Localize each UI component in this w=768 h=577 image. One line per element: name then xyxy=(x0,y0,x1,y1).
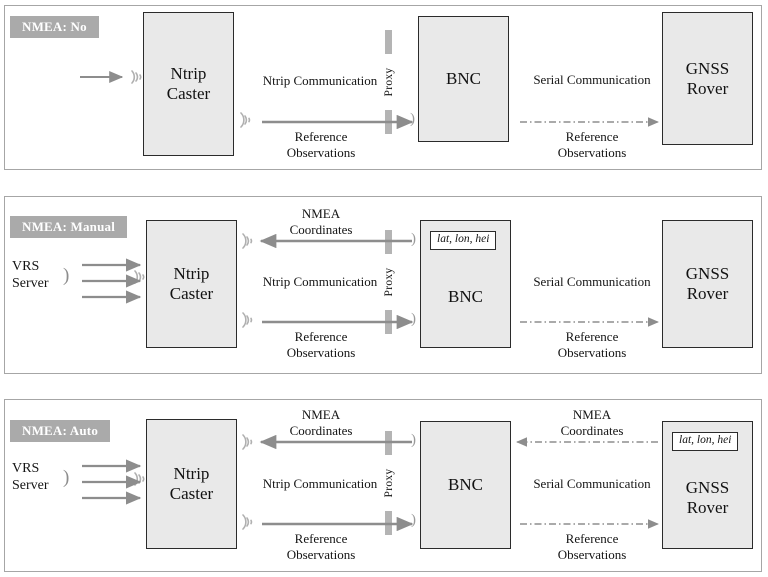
arc-glyph-bnc-nmea-p2: ) xyxy=(411,231,416,247)
node-label-line1: BNC xyxy=(446,69,481,89)
node-vrs-server-p2: VRS Server xyxy=(12,259,72,293)
proxy-tick-lower-p3 xyxy=(385,511,392,535)
node-label-line2: Caster xyxy=(169,484,214,503)
label-serial-communication-p1: Serial Communication xyxy=(533,72,651,87)
label-observations-p3: Observations xyxy=(286,547,356,562)
antenna-wave-icon-out-p1 xyxy=(240,112,251,128)
proxy-tick-lower-p2 xyxy=(385,310,392,334)
label-observations-right-p3: Observations xyxy=(557,547,627,562)
label-ntrip-communication-p3: Ntrip Communication xyxy=(262,476,378,491)
antenna-wave-icon-in-p2 xyxy=(134,270,145,284)
node-label-line2: Rover xyxy=(686,78,729,98)
node-label-line1: GNSS xyxy=(685,478,730,498)
node-bnc-p1: BNC xyxy=(418,16,509,142)
node-label-line2: Caster xyxy=(169,284,214,303)
proxy-tick-upper-p1 xyxy=(385,30,392,54)
label-observations-p1: Observations xyxy=(286,145,356,160)
arc-glyph-vrs-p2: ) xyxy=(63,265,70,286)
antenna-wave-icon-nmea-p2 xyxy=(242,233,253,249)
proxy-tick-upper-p2 xyxy=(385,230,392,254)
label-reference-p3: Reference xyxy=(294,531,348,546)
node-vrs-server-p3: VRS Server xyxy=(12,461,72,495)
node-bnc-p3: BNC xyxy=(420,421,511,549)
label-serial-communication-p2: Serial Communication xyxy=(533,274,651,289)
arc-glyph-bnc-in-p1: ) xyxy=(410,111,415,127)
label-reference-right-p3: Reference xyxy=(565,531,619,546)
label-reference-p2: Reference xyxy=(294,329,348,344)
label-ntrip-communication-p1: Ntrip Communication xyxy=(262,73,378,88)
label-reference-right-p2: Reference xyxy=(565,329,619,344)
node-label-line1: Ntrip xyxy=(173,464,210,484)
node-label-line1: Ntrip xyxy=(173,264,210,284)
antenna-wave-icon-nmea-p3 xyxy=(242,434,253,450)
label-ntrip-communication-p2: Ntrip Communication xyxy=(262,274,378,289)
label-coordinates-p2: Coordinates xyxy=(289,222,353,237)
arc-glyph-vrs-p3: ) xyxy=(63,467,70,488)
label-reference-right-p1: Reference xyxy=(565,129,619,144)
antenna-wave-icon-in-p3 xyxy=(134,472,145,486)
node-label-line1: GNSS xyxy=(685,264,730,284)
latlon-chip-bnc-p2: lat, lon, hei xyxy=(430,231,497,250)
label-nmea-p2: NMEA xyxy=(301,206,341,221)
node-label-line2: Caster xyxy=(166,84,211,103)
node-label-line2: Rover xyxy=(686,498,729,517)
label-observations-p2: Observations xyxy=(286,345,356,360)
label-serial-communication-p3: Serial Communication xyxy=(533,476,651,491)
label-observations-right-p1: Observations xyxy=(557,145,627,160)
label-nmea-right-p3: NMEA xyxy=(572,407,612,422)
vrs-label-line2: Server xyxy=(12,477,49,493)
nmea-badge-no: NMEA: No xyxy=(10,16,99,38)
label-coordinates-p3: Coordinates xyxy=(289,423,353,438)
arc-glyph-bnc-in-p3: ) xyxy=(411,512,416,528)
latlon-chip-rover-p3: lat, lon, hei xyxy=(672,432,739,451)
antenna-wave-icon-out-p3 xyxy=(242,514,253,530)
node-label-line1: Ntrip xyxy=(170,64,207,84)
node-ntrip-caster-p1: Ntrip Caster xyxy=(143,12,234,156)
node-gnss-rover-p2: GNSS Rover xyxy=(662,220,753,348)
vrs-label-line1: VRS xyxy=(12,259,40,274)
nmea-badge-auto: NMEA: Auto xyxy=(10,420,111,442)
node-ntrip-caster-p2: Ntrip Caster xyxy=(146,220,237,348)
node-gnss-rover-p1: GNSS Rover xyxy=(662,12,753,145)
label-coordinates-right-p3: Coordinates xyxy=(560,423,624,438)
arc-glyph-bnc-in-p2: ) xyxy=(411,311,416,327)
arc-glyph-bnc-nmea-p3: ) xyxy=(411,432,416,448)
node-label-line1: BNC xyxy=(448,287,483,307)
label-reference-p1: Reference xyxy=(294,129,348,144)
node-gnss-rover-p3: lat, lon, hei GNSS Rover xyxy=(662,421,753,549)
node-label-line2: Rover xyxy=(686,284,729,303)
vrs-label-line2: Server xyxy=(12,275,49,291)
vrs-label-line1: VRS xyxy=(12,461,40,476)
label-observations-right-p2: Observations xyxy=(557,345,627,360)
node-label-line1: BNC xyxy=(448,475,483,495)
node-bnc-p2: lat, lon, hei BNC xyxy=(420,220,511,348)
antenna-wave-icon-in-p1 xyxy=(131,70,142,84)
proxy-tick-lower-p1 xyxy=(385,110,392,134)
node-label-line1: GNSS xyxy=(685,58,730,78)
nmea-badge-manual: NMEA: Manual xyxy=(10,216,128,238)
node-ntrip-caster-p3: Ntrip Caster xyxy=(146,419,237,549)
panel-nmea-no xyxy=(4,5,762,170)
label-nmea-p3: NMEA xyxy=(301,407,341,422)
antenna-wave-icon-out-p2 xyxy=(242,312,253,328)
proxy-tick-upper-p3 xyxy=(385,431,392,455)
